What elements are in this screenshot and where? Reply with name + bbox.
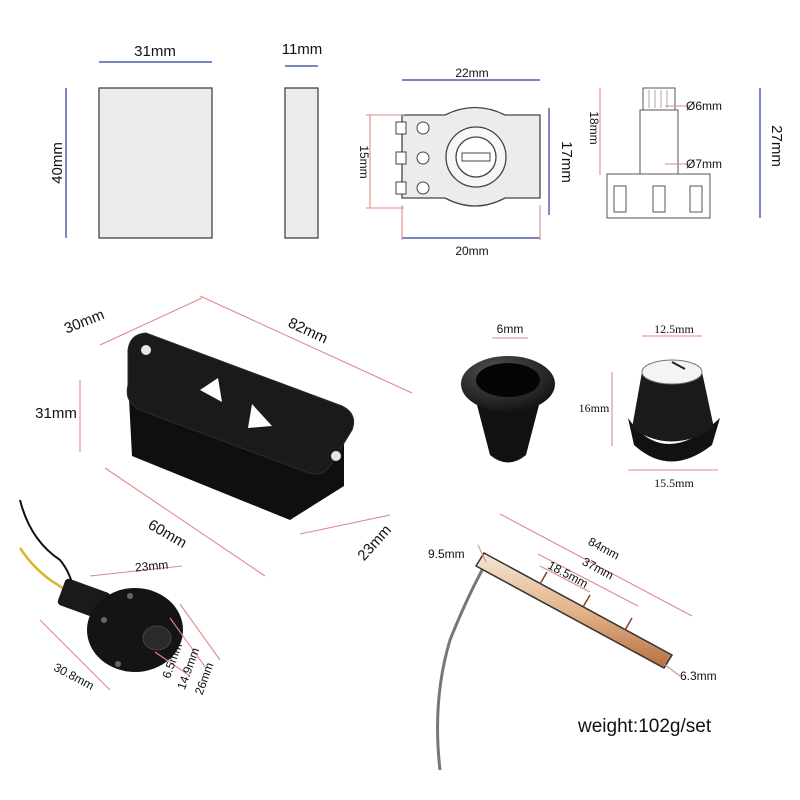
pot-top-width-label: 22mm	[455, 66, 488, 80]
pot-lug-3	[395, 181, 407, 195]
jack-screw-1	[101, 617, 107, 623]
battery-box-photo: 82mm 30mm 31mm 60mm 23mm	[35, 295, 413, 577]
piezo-6-3-line	[663, 663, 681, 677]
jack-23-line	[89, 565, 183, 577]
battery-box-arrow-down	[248, 404, 272, 428]
weight-label: weight:102g/set	[578, 716, 712, 737]
battery-front-outline	[98, 87, 213, 239]
output-jack-photo: 23mm 30.8mm 6.5mm 14.9mm 26mm	[18, 499, 221, 697]
battery-depth-label: 11mm	[282, 41, 323, 58]
large-knob-body	[632, 372, 714, 442]
battery-front-view: 31mm 40mm	[49, 43, 213, 239]
jack-socket	[142, 625, 172, 651]
small-knob-photo: 6mm	[461, 322, 555, 463]
knob-12-5-label: 12.5mm	[654, 322, 694, 336]
knob-16-label: 16mm	[579, 401, 610, 415]
box-23-line	[299, 514, 391, 535]
small-knob-top	[476, 363, 540, 397]
pot-bottom-width-label: 20mm	[455, 244, 488, 258]
jack-26-line	[179, 603, 221, 661]
pot-lug-2	[395, 151, 407, 165]
jack-30-8-line	[39, 619, 111, 691]
battery-box-arrow-up	[200, 378, 222, 402]
large-knob-indicator	[671, 361, 686, 370]
pot-hole-1	[416, 121, 430, 135]
large-knob-cap	[641, 359, 703, 385]
large-knob-base	[628, 418, 720, 462]
battery-box-screw-hole-left	[141, 345, 151, 355]
box-30-label: 30mm	[62, 306, 107, 337]
pot-side-7-label: Ø7mm	[686, 157, 722, 171]
pot-side-6-label: Ø6mm	[686, 99, 722, 113]
pot-right-height-label: 17mm	[558, 141, 575, 183]
jack-screw-3	[115, 661, 121, 667]
piezo-6-3-label: 6.3mm	[680, 669, 717, 683]
pot-side-shaft-top	[642, 87, 676, 111]
large-knob-photo: 12.5mm 16mm 15.5mm	[579, 322, 720, 490]
box-31-label: 31mm	[35, 405, 77, 422]
battery-box-screw-hole-right	[331, 451, 341, 461]
pot-side-view: 18mm Ø6mm Ø7mm 27mm	[587, 87, 785, 219]
jack-23-label: 23mm	[134, 558, 168, 575]
piezo-9-5-line	[477, 544, 487, 563]
pot-hole-3	[416, 181, 430, 195]
pot-front-view: 22mm 20mm 15mm 17mm	[357, 66, 575, 258]
piezo-37-line	[537, 553, 639, 607]
pot-side-thread	[639, 109, 679, 175]
piezo-cable	[436, 555, 492, 771]
box-82-label: 82mm	[285, 314, 330, 347]
jack-30-8-label: 30.8mm	[51, 660, 96, 693]
battery-side-view: 11mm	[282, 41, 323, 239]
piezo-84-line	[499, 513, 693, 617]
pot-side-lug-1	[613, 185, 627, 213]
piezo-18-5-line	[539, 565, 591, 593]
piezo-segment-2	[582, 594, 591, 608]
knob-6-label: 6mm	[497, 322, 524, 336]
pot-side-lug-3	[689, 185, 703, 213]
battery-height-label: 40mm	[49, 142, 66, 184]
box-82-line	[199, 295, 413, 394]
jack-screw-2	[127, 593, 133, 599]
battery-box-lid	[126, 332, 355, 475]
knob-15-5-label: 15.5mm	[654, 476, 694, 490]
pot-left-height-label: 15mm	[357, 145, 371, 178]
pot-side-lug-2	[652, 185, 666, 213]
pot-lug-1	[395, 121, 407, 135]
piezo-strip	[474, 552, 674, 669]
box-30-line	[99, 297, 203, 346]
box-23-label: 23mm	[354, 522, 395, 564]
battery-width-label: 31mm	[134, 43, 176, 60]
pot-shaft-slot	[461, 152, 491, 162]
piezo-segment-3	[624, 617, 633, 631]
box-60-line	[104, 467, 266, 577]
jack-flange	[87, 588, 183, 672]
piezo-9-5-label: 9.5mm	[428, 547, 465, 561]
box-60-label: 60mm	[145, 516, 190, 552]
pot-hole-2	[416, 151, 430, 165]
jack-6-5-line	[154, 651, 191, 677]
pot-side-27-label: 27mm	[768, 125, 785, 167]
jack-14-9-line	[169, 617, 207, 669]
battery-side-outline	[284, 87, 319, 239]
piezo-segment-1	[539, 571, 548, 585]
pot-side-18-label: 18mm	[587, 111, 601, 144]
